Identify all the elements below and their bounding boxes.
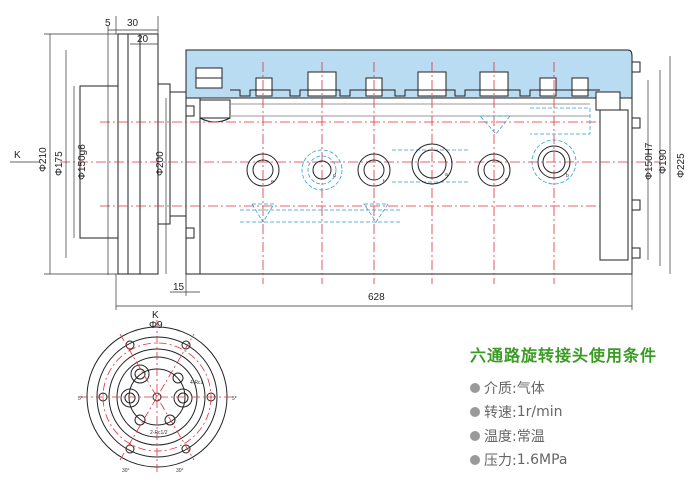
left-mark: 5° — [78, 396, 83, 402]
bullet-icon — [470, 407, 480, 417]
note-a: 4-Rc1 — [190, 380, 204, 386]
ports — [246, 143, 571, 187]
main-body — [185, 97, 633, 275]
dim-d150g6: Φ150g6 — [77, 144, 88, 180]
spec-row-temperature: 温度: 常温 — [470, 424, 690, 448]
dimension-lines — [10, 16, 671, 310]
note-b: 2-Rc1/2 — [150, 430, 168, 436]
port-label: b — [566, 173, 569, 179]
spec-label: 温度: — [484, 429, 517, 445]
dim-d150h7: Φ150H7 — [644, 142, 655, 180]
dim-15: 15 — [173, 282, 185, 293]
dim-628: 628 — [368, 292, 385, 303]
left-flange — [117, 33, 159, 275]
comb-line — [230, 89, 600, 97]
spec-label: 介质: — [484, 381, 517, 397]
bullet-icon — [470, 383, 480, 393]
spec-value: 1r/min — [516, 404, 563, 420]
spec-label: 压力: — [484, 453, 517, 469]
port-labels: e d f a c b — [271, 172, 569, 185]
spec-row-pressure: 压力: 1.6MPa — [470, 448, 690, 472]
port-a — [411, 143, 453, 185]
port-b — [537, 145, 571, 179]
deg-left: 30° — [122, 468, 130, 474]
spec-value: 气体 — [516, 381, 545, 397]
spec-row-medium: 介质: 气体 — [470, 376, 690, 400]
deg-right: 30° — [176, 468, 184, 474]
k-view-labels: K Φ9 5° 5° 30° 30° 4-Rc1 2-Rc1/2 — [78, 310, 237, 474]
port-e — [246, 153, 280, 187]
spec-panel: 六通路旋转接头使用条件 介质: 气体 转速: 1r/min 温度: 常温 压力:… — [470, 342, 690, 472]
spec-value: 1.6MPa — [516, 452, 568, 468]
k-view-centerlines — [80, 320, 236, 474]
bullet-icon — [470, 455, 480, 465]
k-view-symbol: Φ9 — [149, 320, 163, 331]
port-label: d — [333, 173, 336, 179]
port-label: e — [271, 179, 274, 185]
port-label: f — [383, 179, 385, 185]
k-view-label: K — [152, 310, 159, 321]
upper-housing — [185, 49, 633, 99]
k-label: K — [14, 150, 21, 161]
centerlines — [60, 62, 660, 284]
side-view — [79, 33, 641, 275]
dim-20: 20 — [137, 34, 149, 45]
port-d — [312, 160, 332, 180]
port-label: c — [505, 177, 508, 183]
port-label: a — [445, 172, 448, 178]
dim-d210: Φ210 — [38, 147, 49, 172]
right-mark: 5° — [232, 396, 237, 402]
port-f — [357, 153, 391, 187]
hidden-lines — [240, 107, 591, 223]
spec-title: 六通路旋转接头使用条件 — [470, 346, 658, 365]
dim-d200: Φ200 — [155, 151, 166, 176]
dim-30: 30 — [127, 18, 139, 29]
port-c — [477, 153, 511, 187]
bullet-icon — [470, 431, 480, 441]
dimension-text: 5 30 20 15 628 K Φ210 Φ175 Φ150g6 Φ200 Φ… — [14, 18, 687, 303]
spec-row-speed: 转速: 1r/min — [470, 400, 690, 424]
dim-d190: Φ190 — [658, 149, 669, 174]
spec-value: 常温 — [516, 429, 545, 445]
dim-d225: Φ225 — [676, 153, 687, 178]
dim-d175: Φ175 — [54, 151, 65, 176]
dim-5: 5 — [105, 18, 111, 29]
spec-label: 转速: — [484, 405, 517, 421]
